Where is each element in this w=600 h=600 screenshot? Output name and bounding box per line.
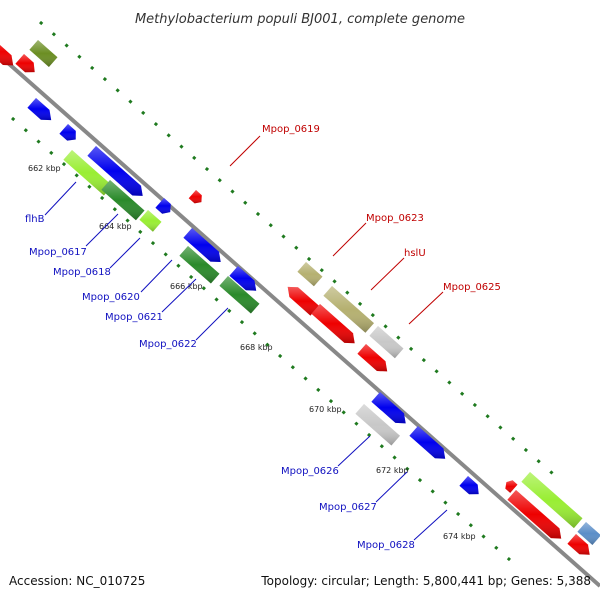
gene-lightgreen-flhB[interactable] [63,150,113,196]
gene-red-hslU[interactable] [287,286,319,316]
gene-olive-topleft-shade [29,40,58,67]
gene-blue-Mpop_0620b[interactable] [229,266,257,291]
tick-label-668kbp: 668 kbp [240,343,273,352]
tick-label-664kbp: 664 kbp [99,222,132,231]
gene-blue-Mpop_0617-shade [87,146,143,196]
gene-lightgreen-right[interactable] [521,472,583,529]
gene-lightgray-Mpop_0625-shade [369,326,404,359]
leader-lines [44,135,448,541]
gene-lightgreen-right-shade [521,472,583,529]
gene-lightgreen-small[interactable] [139,210,162,232]
gene-darkgreen-Mpop_0618-shade [101,180,145,221]
gene-blue-Mpop_0627-shade [409,426,446,459]
gene-red-big-shade [311,304,355,344]
gene-khaki-hslU-shade [323,286,374,333]
gene-khaki-Mpop_0623[interactable] [297,262,323,287]
gene-label-Mpop_0626[interactable]: Mpop_0626 [281,466,339,477]
tick-label-674kbp: 674 kbp [443,532,476,541]
gene-lightgreen-small-shade [139,210,162,232]
gene-khaki-hslU[interactable] [323,286,374,333]
gene-label-Mpop_0617[interactable]: Mpop_0617 [29,247,87,258]
gene-blue-1-shade [27,98,52,121]
gene-darkgreen-Mpop_0618[interactable] [101,180,145,221]
gene-blue-Mpop_0626-shade [371,392,406,424]
tick-label-672kbp: 672 kbp [376,466,409,475]
gene-red-right-3[interactable] [567,534,590,555]
gene-red-hslU-shade [287,286,319,316]
gene-red-big[interactable] [311,304,355,344]
gene-label-Mpop_0627[interactable]: Mpop_0627 [319,502,377,513]
gene-label-Mpop_0619[interactable]: Mpop_0619 [262,124,320,135]
gene-steelblue-right-shade [577,522,600,545]
gene-blue-Mpop_0626[interactable] [371,392,406,424]
tick-label-666kbp: 666 kbp [170,282,203,291]
gene-red-Mpop_0625[interactable] [357,344,388,372]
gene-red-topleft-2[interactable] [15,54,35,73]
gene-label-Mpop_0621[interactable]: Mpop_0621 [105,312,163,323]
gene-label-Mpop_0628[interactable]: Mpop_0628 [357,540,415,551]
gene-blue-Mpop_0620b-shade [229,266,257,291]
accession-text: Accession: NC_010725 [9,574,145,588]
gene-blue-small[interactable] [155,198,171,214]
tick-label-670kbp: 670 kbp [309,405,342,414]
gene-label-Mpop_0618[interactable]: Mpop_0618 [53,267,111,278]
gene-lightgray-Mpop_0625[interactable] [369,326,404,359]
gene-red-right-1[interactable] [505,480,518,493]
gene-red-right-2[interactable] [507,490,562,539]
gene-label-Mpop_0625[interactable]: Mpop_0625 [443,282,501,293]
gene-red-Mpop_0619[interactable] [188,190,202,204]
map-title: Methylobacterium populi BJ001, complete … [135,12,465,27]
topology-text: Topology: circular; Length: 5,800,441 bp… [260,574,591,588]
gene-label-flhB[interactable]: flhB [25,214,45,225]
tick-label-662kbp: 662 kbp [28,164,61,173]
gene-red-right-2-shade [507,490,562,539]
gene-blue-Mpop_0617[interactable] [87,146,143,196]
gene-red-Mpop_0625-shade [357,344,388,372]
gene-blue-2-shade [59,124,76,141]
gene-red-right-3-shade [567,534,590,555]
gene-darkgreen-Mpop_0622-shade [219,276,260,314]
gene-darkgreen-Mpop_0621[interactable] [179,246,220,284]
gene-lightgray-Mpop_0626-shade [355,404,400,446]
gene-blue-2[interactable] [59,124,76,141]
gene-lightgray-Mpop_0626[interactable] [355,404,400,446]
gene-label-hslU[interactable]: hslU [404,248,426,259]
gene-label-Mpop_0623[interactable]: Mpop_0623 [366,213,424,224]
gene-label-Mpop_0620[interactable]: Mpop_0620 [82,292,140,303]
gene-blue-Mpop_0628[interactable] [459,476,479,495]
gene-lightgreen-flhB-shade [63,150,113,196]
gene-red-topleft-2-shade [15,54,35,73]
gene-red-topleft-1[interactable] [0,38,14,66]
gene-track [0,38,600,555]
gene-olive-topleft[interactable] [29,40,58,67]
gene-khaki-Mpop_0623-shade [297,262,323,287]
gene-blue-Mpop_0627[interactable] [409,426,446,459]
gene-red-right-1-shade [505,480,518,493]
gene-blue-Mpop_0620[interactable] [183,228,221,262]
gene-blue-Mpop_0628-shade [459,476,479,495]
gene-blue-small-shade [155,198,171,214]
gene-darkgreen-Mpop_0622[interactable] [219,276,260,314]
gene-label-Mpop_0622[interactable]: Mpop_0622 [139,339,197,350]
gene-darkgreen-Mpop_0621-shade [179,246,220,284]
gene-red-Mpop_0619-shade [188,190,202,204]
gene-steelblue-right[interactable] [577,522,600,545]
gene-blue-1[interactable] [27,98,52,121]
gene-red-topleft-1-shade [0,45,14,66]
genome-backbone [0,54,600,588]
gene-blue-Mpop_0620-shade [183,228,221,262]
